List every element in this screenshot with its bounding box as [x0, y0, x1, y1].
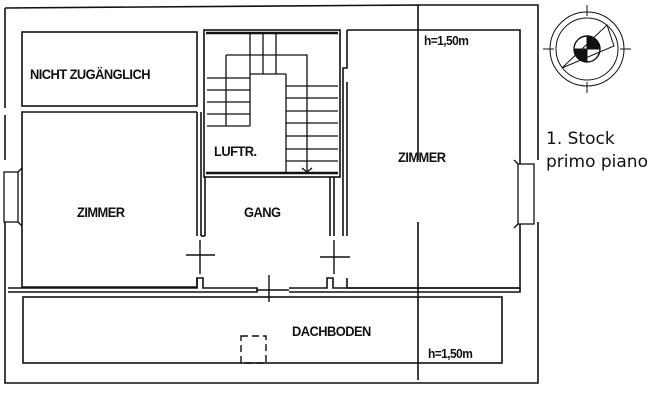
staircase-block: [203, 29, 341, 178]
room-label-nicht-zugaenglich: NICHT ZUGÄNGLICH: [30, 66, 151, 82]
outer-wall: [6, 6, 418, 110]
floor-label: 1. Stock primo piano: [546, 128, 648, 174]
floor-label-it: primo piano: [546, 152, 648, 172]
height-label-zimmer: h=1,50m: [424, 33, 469, 48]
room-label-zimmer-left: ZIMMER: [77, 204, 125, 220]
staircase-icon: [207, 33, 338, 173]
floor-label-de: 1. Stock: [546, 129, 615, 149]
room-zimmer-left: [21, 111, 198, 288]
room-label-zimmer-right: ZIMMER: [398, 149, 446, 165]
room-nicht-zugaenglich: [21, 31, 198, 107]
window-icon: [3, 159, 535, 229]
room-label-gang: GANG: [244, 204, 281, 220]
outer-wall: [4, 4, 419, 160]
roof-hatch-icon: [240, 335, 267, 364]
height-label-dachboden: h=1,50m: [428, 346, 473, 361]
door-icon: [186, 240, 350, 302]
compass-north-arrow-icon: [543, 5, 631, 93]
room-label-dachboden: DACHBODEN: [292, 323, 371, 339]
room-label-luftraum: LUFTR.: [214, 143, 257, 159]
